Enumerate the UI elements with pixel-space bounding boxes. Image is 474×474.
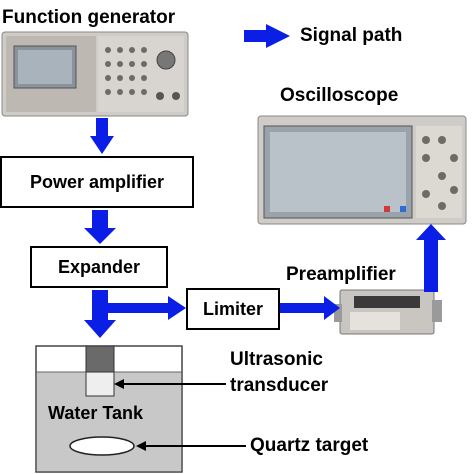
power-amplifier-label: Power amplifier bbox=[29, 171, 165, 192]
arrow-preamplifier-to-oscilloscope bbox=[416, 224, 446, 292]
arrow-limiter-to-preamplifier bbox=[280, 296, 340, 320]
expander-box: Expander bbox=[30, 246, 168, 288]
oscilloscope-icon bbox=[257, 115, 467, 225]
transducer-label: transducer bbox=[230, 375, 329, 396]
arrow-split-to-limiter bbox=[108, 296, 186, 320]
water-tank-label: Water Tank bbox=[48, 403, 144, 423]
limiter-box: Limiter bbox=[186, 288, 280, 330]
ultrasonic-label: Ultrasonic bbox=[230, 349, 323, 370]
pointer-transducer bbox=[114, 379, 226, 389]
arrow-power-amplifier-to-expander bbox=[84, 210, 116, 244]
preamplifier-label: Preamplifier bbox=[286, 264, 396, 285]
arrow-function-generator-to-power-amplifier bbox=[90, 118, 114, 154]
signal-path-label: Signal path bbox=[300, 25, 403, 46]
arrow-expander-to-tank bbox=[84, 290, 116, 338]
quartz-target-icon bbox=[69, 436, 135, 456]
power-amplifier-box: Power amplifier bbox=[0, 156, 194, 208]
limiter-label: Limiter bbox=[202, 298, 263, 319]
expander-label: Expander bbox=[57, 256, 141, 277]
function-generator-label: Function generator bbox=[2, 7, 176, 28]
quartz-target-label: Quartz target bbox=[250, 435, 369, 456]
preamplifier-icon bbox=[334, 289, 442, 335]
ultrasonic-transducer-icon bbox=[85, 345, 115, 397]
pointer-quartz-target bbox=[136, 441, 246, 451]
oscilloscope-label: Oscilloscope bbox=[280, 85, 399, 106]
legend-arrow-icon bbox=[244, 24, 290, 48]
function-generator-icon bbox=[1, 31, 189, 117]
